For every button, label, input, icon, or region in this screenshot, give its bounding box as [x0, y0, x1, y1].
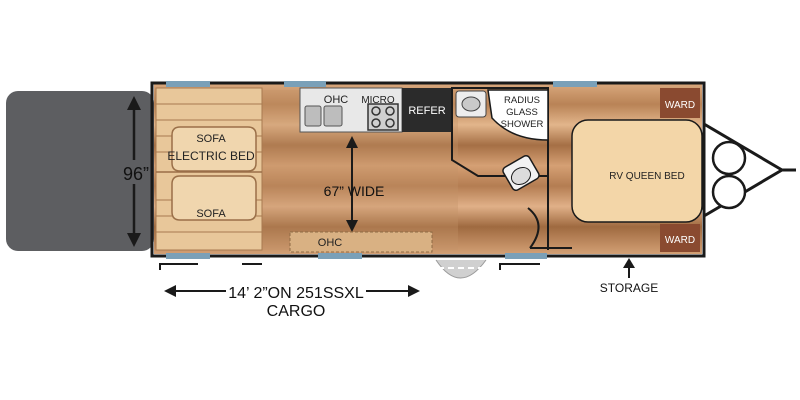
- propane-tanks: [711, 140, 747, 210]
- ward-top-label: WARD: [665, 100, 695, 111]
- ward-bottom-label: WARD: [665, 235, 695, 246]
- refer-label: REFER: [408, 105, 445, 117]
- ramp-arrow-up: [127, 96, 141, 110]
- ohc-bottom-label: OHC: [318, 237, 343, 249]
- radius-shower-line3: SHOWER: [501, 119, 544, 130]
- electric-bed-label: ELECTRIC BED: [167, 149, 255, 163]
- refrigerator: [402, 88, 452, 132]
- ward-bottom: [660, 224, 700, 252]
- sofa-bottom-label: SOFA: [196, 208, 226, 220]
- bottom-doors: [159, 263, 540, 270]
- rv-queen-bed: [571, 119, 703, 223]
- wide-label: 67” WIDE: [324, 183, 385, 199]
- sofa-top-label: SOFA: [196, 133, 226, 145]
- outer-wall: [150, 81, 706, 258]
- windows-bottom: [166, 253, 547, 259]
- radius-shower-line1: RADIUS: [504, 95, 540, 106]
- cargo-arrow-left: [164, 285, 176, 297]
- ward-top: [660, 88, 700, 118]
- ramp-width-label: 96”: [123, 164, 149, 184]
- rv-queen-bed-label: RV QUEEN BED: [609, 171, 684, 182]
- sofa-area: [155, 87, 263, 251]
- radius-shower-line2: GLASS: [506, 107, 538, 118]
- sink-icon: [304, 105, 343, 127]
- cargo-label: CARGO: [267, 303, 326, 320]
- micro-label: MICRO: [361, 95, 395, 106]
- storage-arrow: [623, 258, 635, 268]
- ramp-arrow-down: [127, 233, 141, 247]
- windows-top: [166, 81, 597, 87]
- ramp-door: [6, 91, 154, 251]
- cargo-arrow-right: [408, 285, 420, 297]
- wide-arrow-down: [346, 220, 358, 232]
- cargo-length-label: 14’ 2”ON 251SSXL: [228, 285, 364, 302]
- bathroom: [451, 87, 549, 177]
- entry-step: [435, 259, 487, 279]
- ohc-kitchen-label: OHC: [324, 94, 349, 106]
- storage-label: STORAGE: [600, 281, 658, 295]
- stove-icon: [367, 103, 399, 131]
- ohc-bottom: [289, 231, 433, 253]
- wide-arrow-up: [346, 136, 358, 148]
- toilet-icon: [502, 154, 540, 192]
